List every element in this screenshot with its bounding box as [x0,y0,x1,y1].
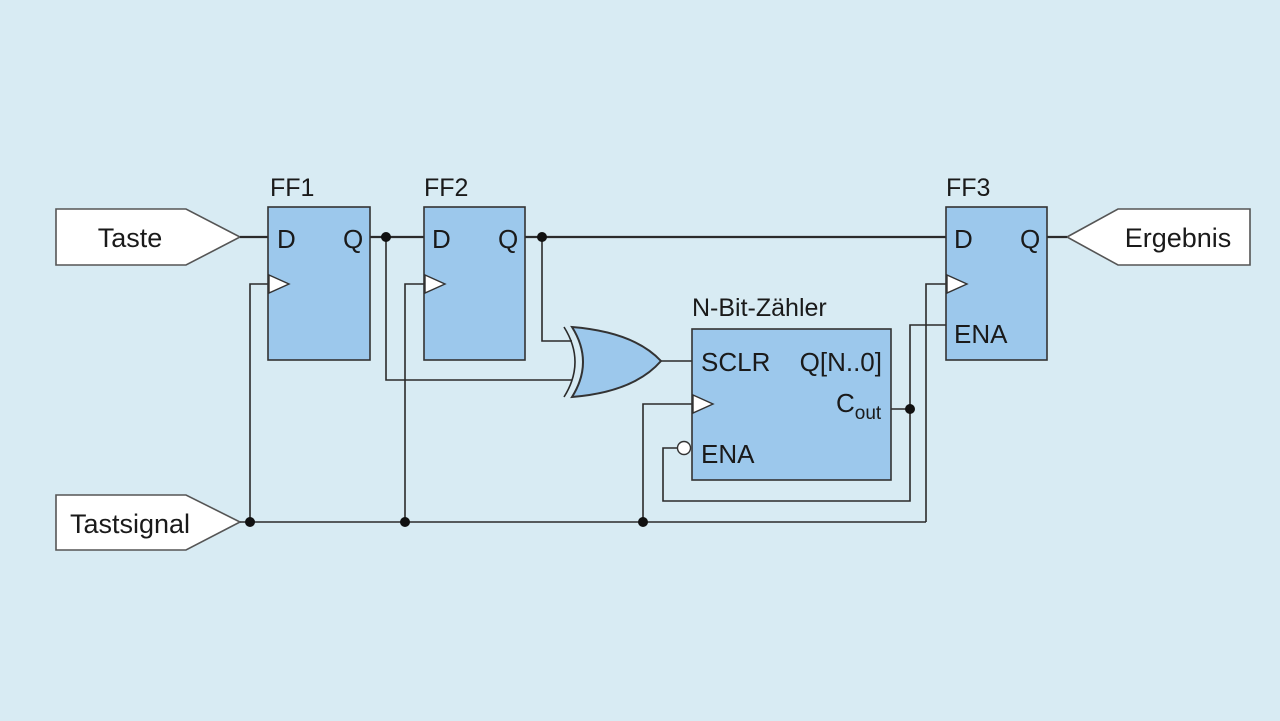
ff2-block: FF2 D Q [423,174,526,361]
wire-ff1q-xor [385,237,572,381]
ff2-pin-d: D [432,224,451,254]
counter-block: N-Bit-Zähler SCLR Q[N..0] Cout ENA [676,294,892,481]
ff1-pin-q: Q [343,224,363,254]
xor-body [570,325,663,399]
counter-pin-sclr: SCLR [701,347,770,377]
counter-pin-cout-main: C [836,388,855,418]
wire-clock-ff2 [404,283,424,522]
wire-clock-counter [642,403,692,522]
ff3-title: FF3 [946,174,990,202]
wire-clock-ff3 [925,283,946,522]
wire-ff2q-xor [541,237,572,342]
junction-clock-counter [638,517,648,527]
ff3-pin-q: Q [1020,224,1040,254]
counter-pin-cout-sub: out [855,403,882,424]
port-taste-label: Taste [98,223,163,253]
junction-ff2q [537,232,547,242]
ff2-clock-triangle [424,273,447,295]
ff3-block: FF3 D Q ENA [945,174,1048,361]
wire-clock-ff1 [249,283,268,522]
xor-gate [563,325,663,399]
ff2-title: FF2 [424,174,468,202]
junction-cout [905,404,915,414]
counter-pin-q: Q[N..0] [800,347,882,377]
port-tastsignal-label: Tastsignal [70,509,190,539]
wire-cout-feedback [662,409,911,502]
ff1-pin-d: D [277,224,296,254]
counter-title: N-Bit-Zähler [692,294,827,322]
ff3-pin-ena: ENA [954,319,1008,349]
port-taste-shape [55,208,242,266]
ff1-clock-triangle [268,273,291,295]
ff3-pin-d: D [954,224,973,254]
ff1-title: FF1 [270,174,314,202]
junction-clock-ff2 [400,517,410,527]
junction-ff1q [381,232,391,242]
port-ergebnis-shape [1065,208,1251,266]
ff3-clock-triangle [946,273,969,295]
counter-ena-inversion-bubble [676,440,692,456]
port-tastsignal-shape [55,494,242,551]
ff2-pin-q: Q [498,224,518,254]
junction-clock-ff1 [245,517,255,527]
ff1-block: FF1 D Q [267,174,371,361]
wire-cout-ff3-ena [891,324,946,410]
counter-pin-ena: ENA [701,439,755,469]
port-ergebnis-label: Ergebnis [1125,223,1232,253]
counter-clock-triangle [692,393,715,415]
counter-pin-cout: Cout [836,388,882,424]
xor-input-curve [563,326,576,398]
